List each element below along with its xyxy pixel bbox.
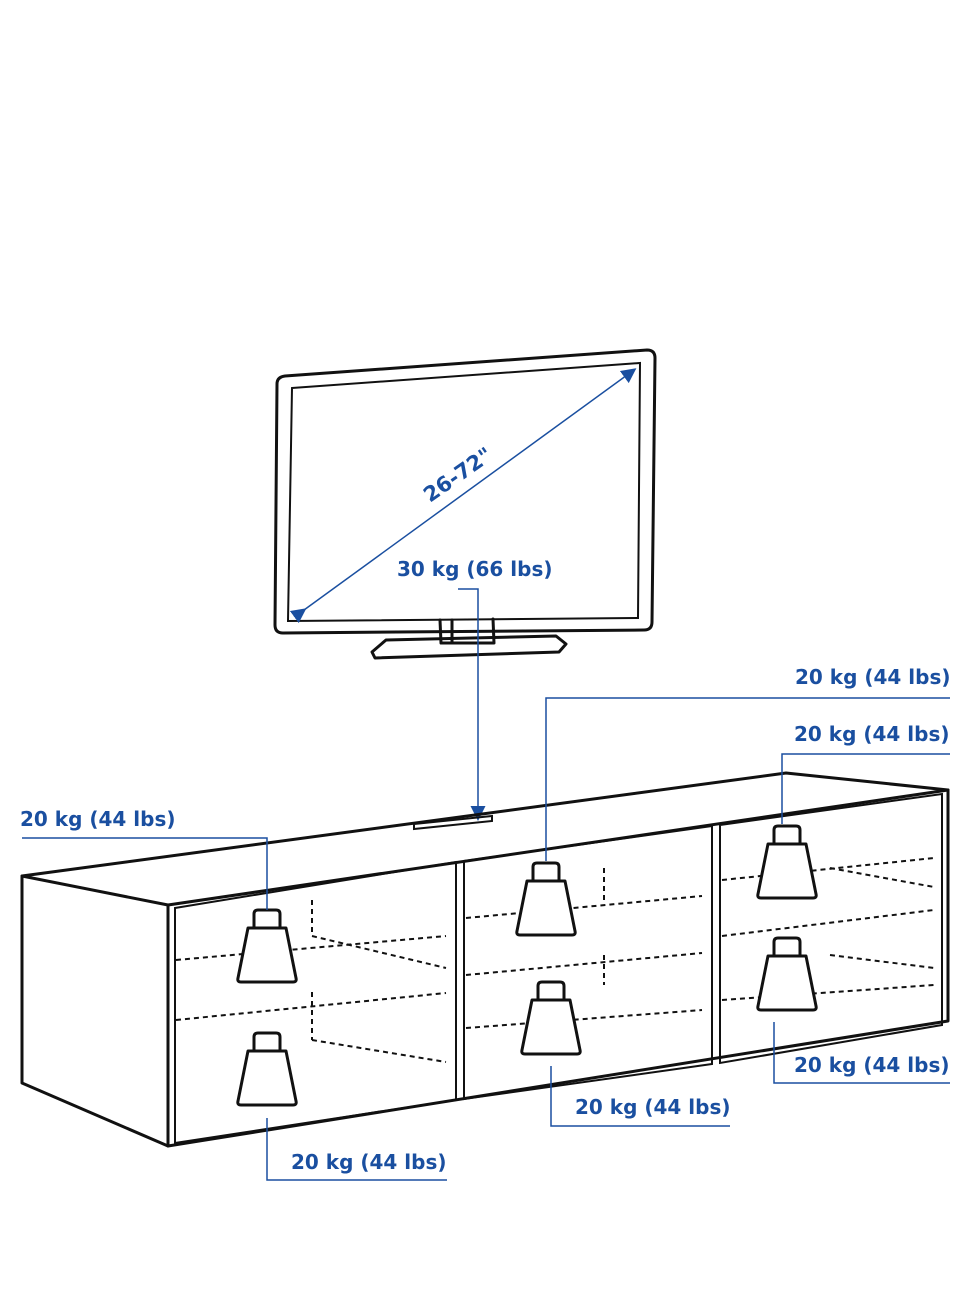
left-top-load-label: 20 kg (44 lbs) [20,807,176,831]
weight-icon [236,908,298,984]
weight-icon [236,1031,298,1107]
middle-bottom-load-label: 20 kg (44 lbs) [575,1095,731,1119]
left-bottom-load-label: 20 kg (44 lbs) [291,1150,447,1174]
weight-icon [515,861,577,937]
weight-icon [756,824,818,900]
middle-top-leader [545,697,950,861]
double-arrow-icon [289,368,637,624]
tv-bench [20,771,950,1148]
left-top-leader [22,837,268,910]
tv-load-leader [458,588,486,821]
middle-bottom-leader [550,1066,730,1127]
middle-top-load-label: 20 kg (44 lbs) [795,665,951,689]
weight-icon [520,980,582,1056]
right-bottom-leader [773,1022,950,1084]
right-top-load-label: 20 kg (44 lbs) [794,722,950,746]
tv-load-label: 30 kg (66 lbs) [397,557,553,581]
weight-icon [756,936,818,1012]
left-bottom-leader [266,1118,447,1181]
right-bottom-load-label: 20 kg (44 lbs) [794,1053,950,1077]
right-top-leader [781,753,950,824]
